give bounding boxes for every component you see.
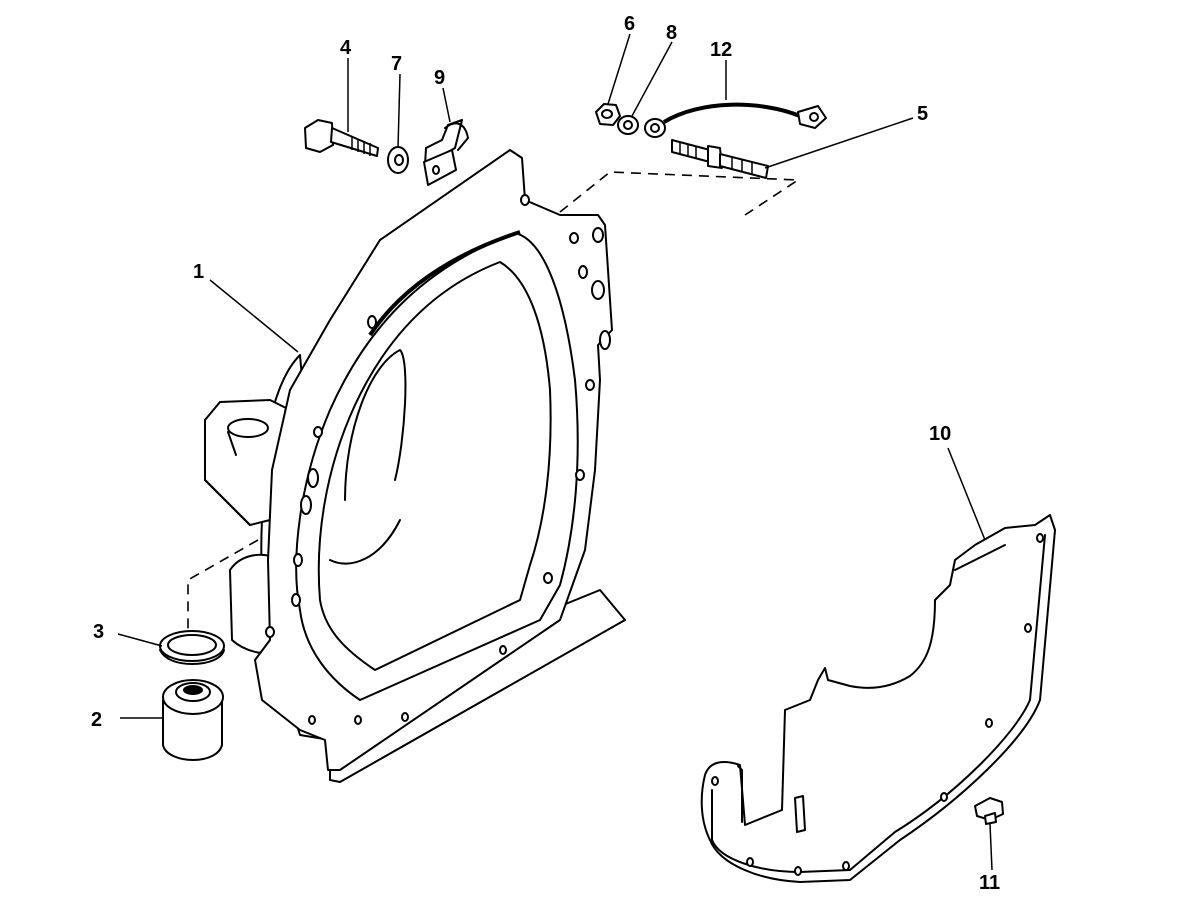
seal-ring [159,630,225,665]
bushing [162,679,224,761]
callout-2: 2 [91,709,103,731]
screw [974,797,1004,825]
callout-9: 9 [434,67,446,89]
callout-8: 8 [666,22,678,44]
cover-bolt-holes [711,533,1044,876]
callout-7: 7 [391,53,403,75]
callout-5: 5 [917,103,929,125]
lock-washer [387,146,409,174]
callout-3: 3 [93,621,105,643]
stud [671,139,769,179]
flat-washer [617,115,639,135]
flange-bolt-holes [265,194,611,725]
callout-10: 10 [929,423,952,445]
callout-12: 12 [710,39,733,61]
callout-1: 1 [193,261,205,283]
flywheel-housing [187,149,801,783]
callout-11: 11 [979,872,1001,894]
nut [595,103,621,126]
ground-strap [644,102,827,138]
leader-lines [117,33,993,871]
bolt [304,119,379,157]
callout-4: 4 [340,37,352,59]
cover-plate [700,514,1056,883]
clip [423,119,469,186]
callout-6: 6 [624,13,636,35]
